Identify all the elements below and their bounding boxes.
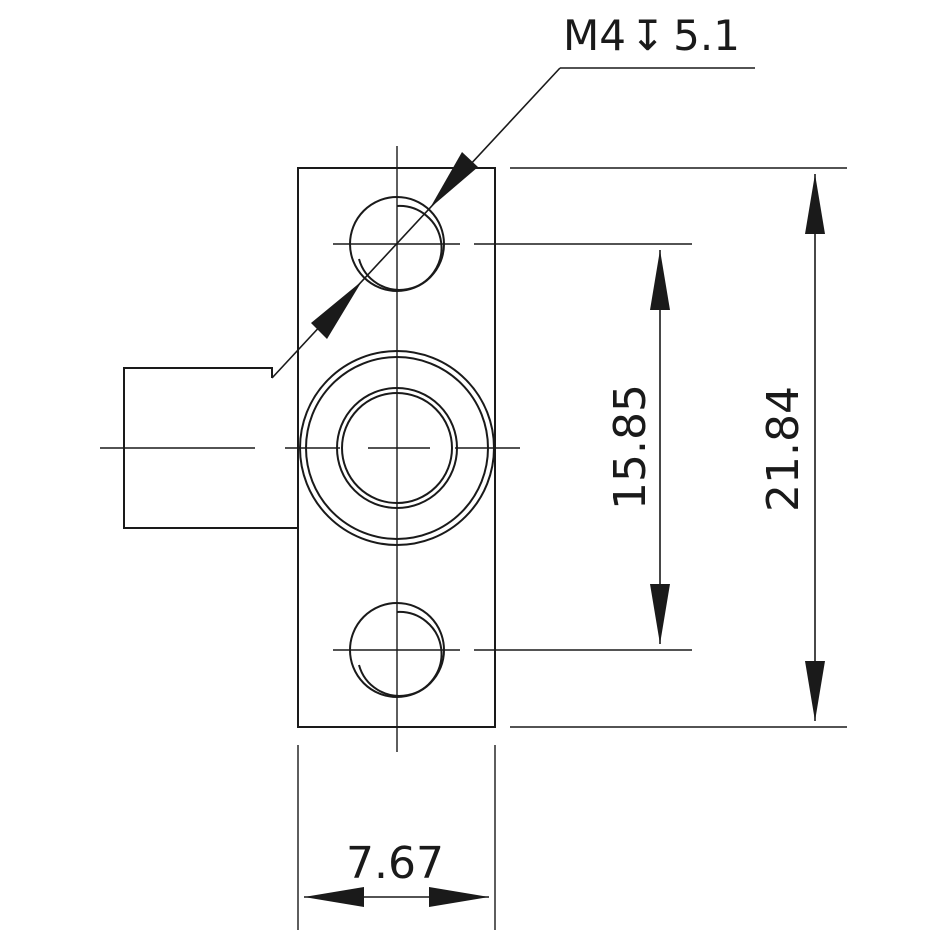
thread-size: M4 [563, 11, 626, 60]
hole-top-thread-arc [358, 204, 443, 291]
arrow-height-bottom [805, 661, 825, 721]
extension-lines [297, 167, 847, 930]
thread-leader [271, 67, 755, 379]
arrow-pitch-top [650, 250, 670, 310]
arrowheads [304, 174, 825, 907]
leader-line [271, 67, 561, 379]
arrow-pitch-bottom [650, 584, 670, 644]
dimension-lines [304, 174, 816, 898]
dim-text-width: 7.67 [346, 838, 444, 889]
arrow-height-top [805, 174, 825, 234]
dim-text-overall-height: 21.84 [758, 386, 809, 512]
thread-callout: M4↧5.1 [563, 11, 740, 60]
hole-bottom-thread-arc [358, 610, 443, 697]
dim-text-hole-pitch: 15.85 [605, 384, 656, 510]
leader-arrow-inner [311, 281, 362, 339]
arrow-width-left [304, 887, 364, 907]
thread-depth: 5.1 [673, 11, 740, 60]
leader-arrow-outer [430, 152, 478, 208]
arrow-width-right [429, 887, 489, 907]
depth-symbol-icon: ↧ [630, 11, 665, 60]
